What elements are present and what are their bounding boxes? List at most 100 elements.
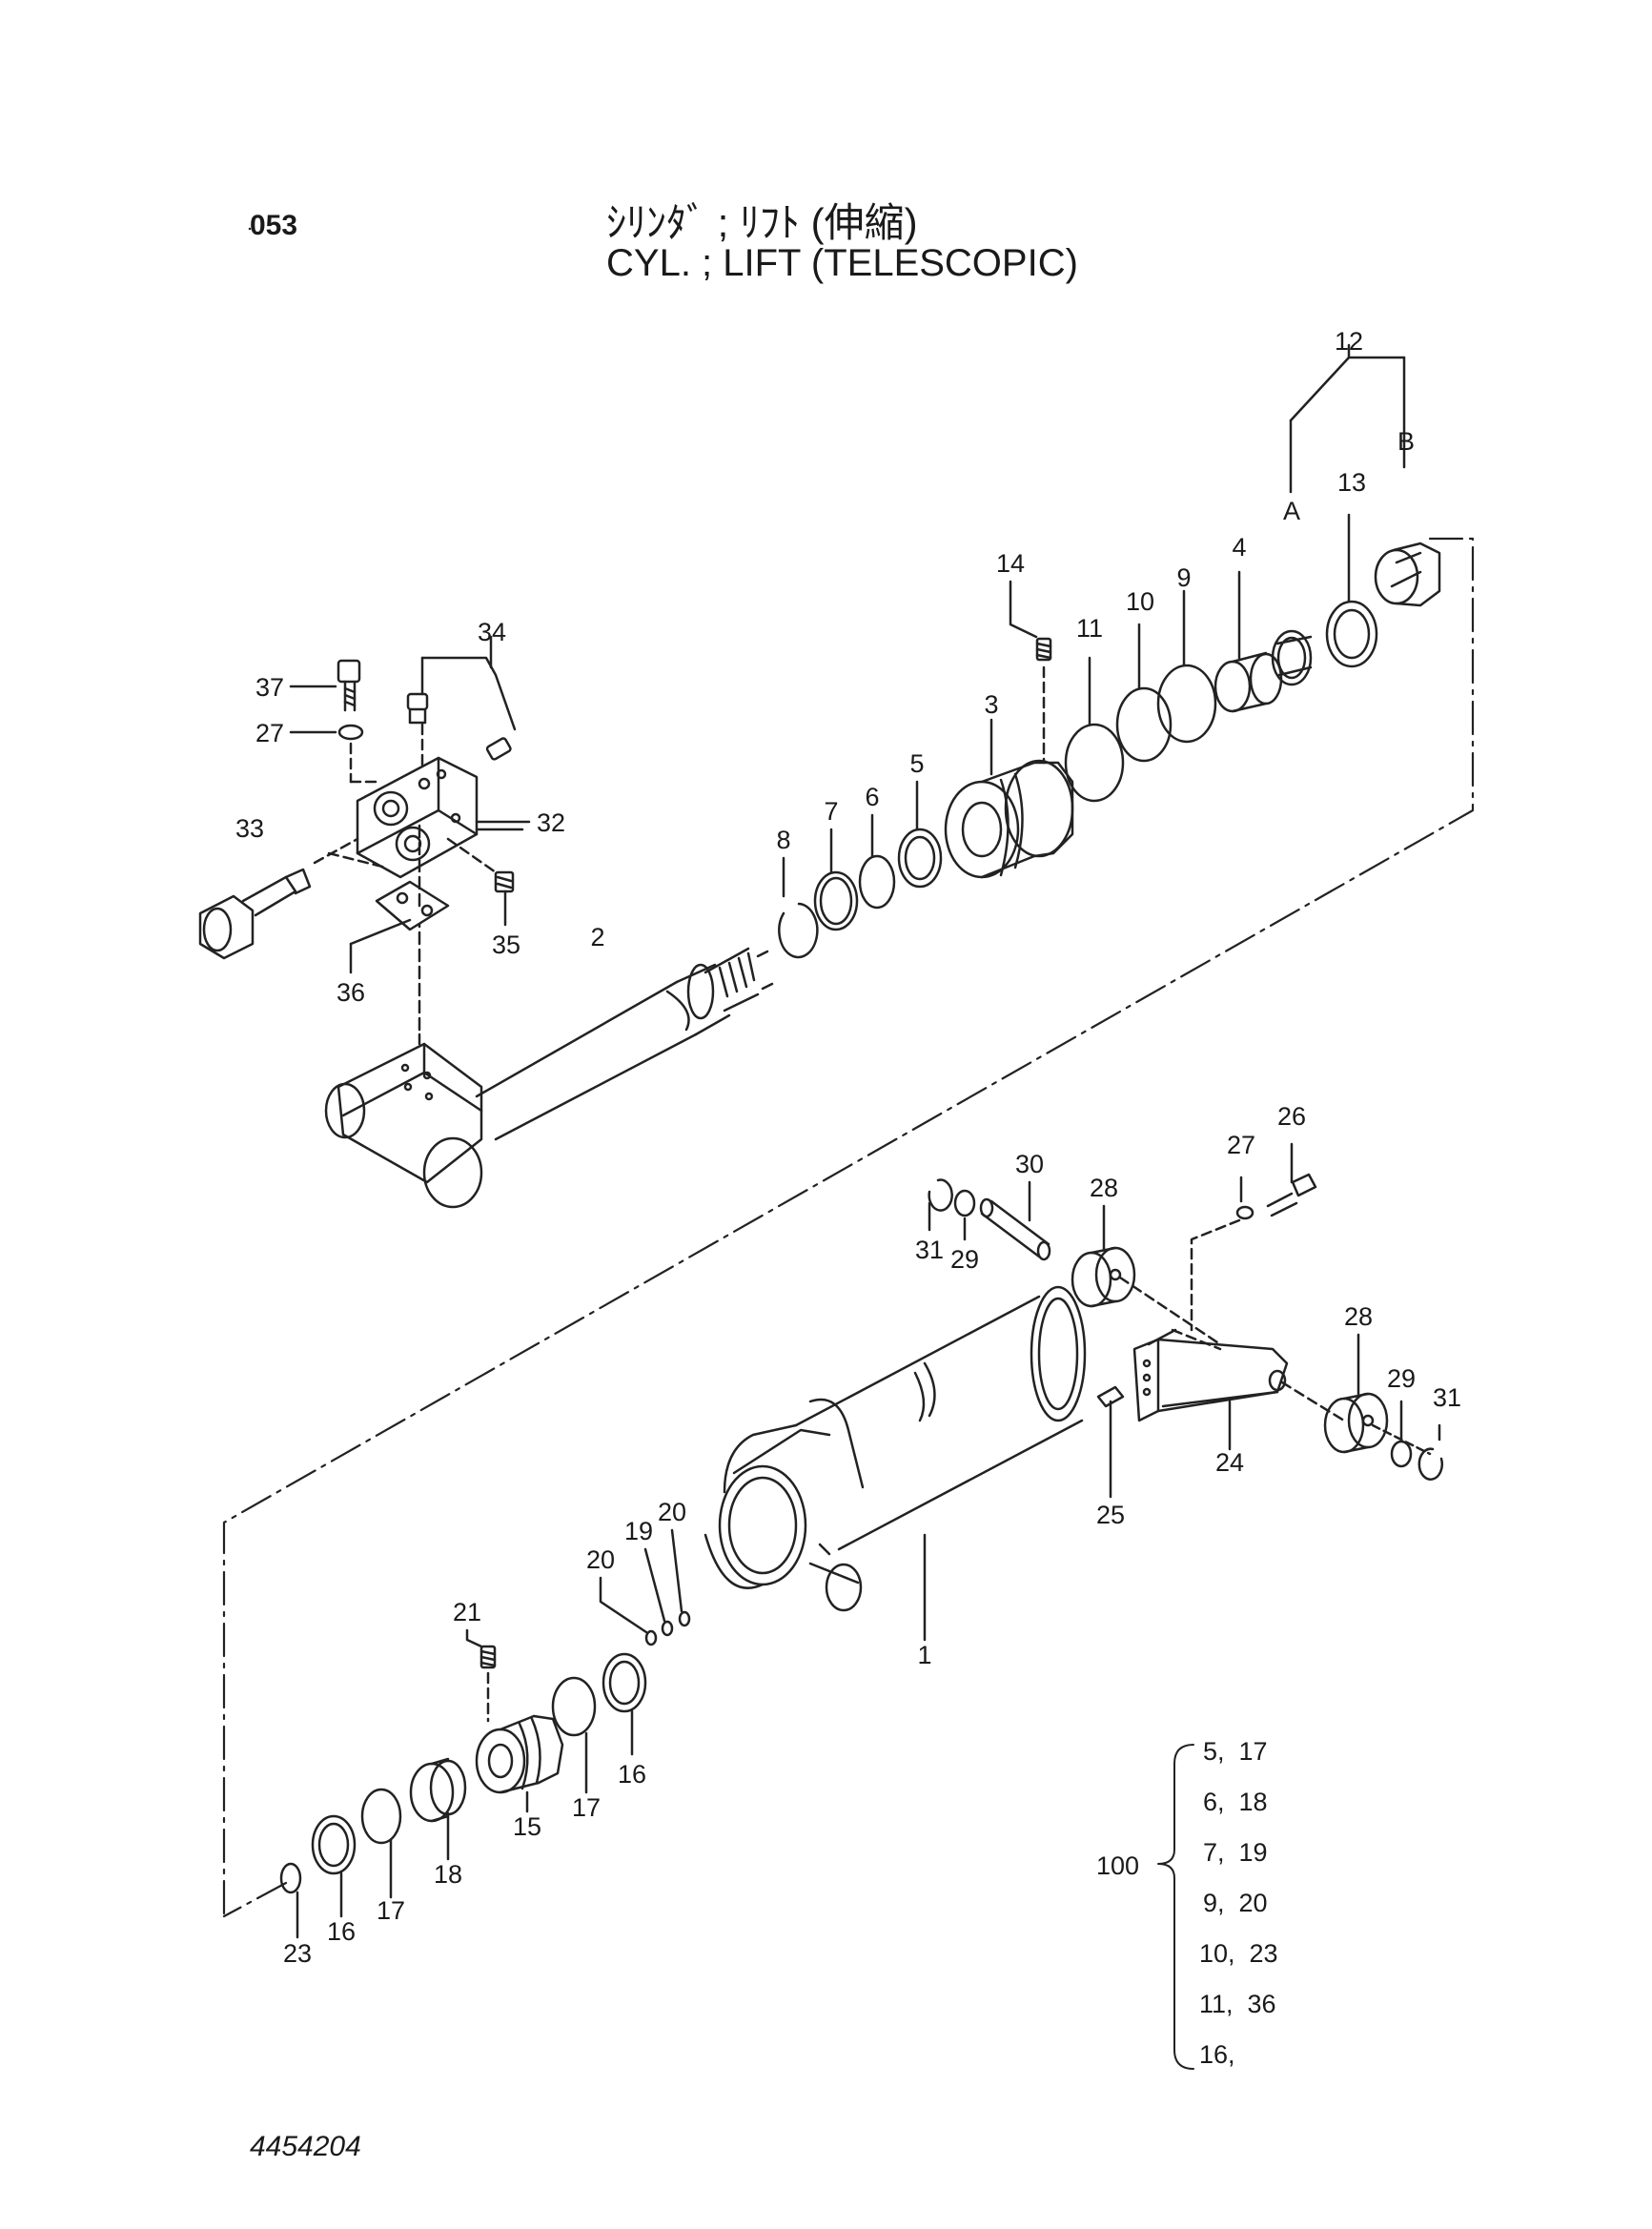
part-17-o-ring-a bbox=[551, 1676, 597, 1737]
callout-15: 15 bbox=[513, 1812, 541, 1841]
callout-35: 35 bbox=[492, 930, 520, 959]
part-17-o-ring-b bbox=[360, 1788, 402, 1845]
kit-row: 16, bbox=[1199, 2040, 1235, 2069]
callout-4: 4 bbox=[1232, 533, 1246, 562]
callout-6: 6 bbox=[865, 783, 879, 811]
callout-16-lower: 16 bbox=[327, 1917, 356, 1946]
page-code: 053 bbox=[250, 210, 298, 241]
callout-28-lower: 28 bbox=[1344, 1302, 1373, 1331]
callout-30: 30 bbox=[1015, 1150, 1044, 1178]
kit-brace bbox=[1157, 1744, 1194, 2070]
part-16-seal-b bbox=[311, 1814, 357, 1875]
callout-5: 5 bbox=[909, 749, 924, 778]
part-36-gasket bbox=[375, 880, 450, 931]
part-28-spacer-upper bbox=[1071, 1246, 1136, 1308]
part-7-ring bbox=[813, 870, 859, 931]
part-18-ring bbox=[409, 1757, 467, 1823]
part-20-o-ring-b bbox=[678, 1610, 691, 1627]
part-27-washer-lower bbox=[1235, 1205, 1254, 1220]
kit-row: 5, 17 bbox=[1203, 1737, 1268, 1766]
callout-23: 23 bbox=[283, 1939, 312, 1968]
part-35-plug bbox=[494, 870, 515, 893]
callout-17-lower: 17 bbox=[377, 1896, 405, 1925]
part-A-wear-ring bbox=[1271, 629, 1313, 686]
callout-19: 19 bbox=[624, 1517, 653, 1545]
callout-25: 25 bbox=[1096, 1501, 1125, 1529]
part-B-bushing bbox=[1374, 542, 1441, 607]
callout-B: B bbox=[1397, 427, 1415, 456]
callout-14: 14 bbox=[996, 549, 1025, 578]
part-25-pin bbox=[1096, 1385, 1125, 1499]
part-28-spacer-lower bbox=[1323, 1392, 1389, 1454]
part-26-bolt bbox=[1266, 1173, 1317, 1217]
callout-labels: 12 B A 13 4 9 10 11 14 3 5 6 7 8 34 37 2… bbox=[235, 327, 1461, 1968]
callout-31-upper: 31 bbox=[915, 1236, 944, 1264]
kit-row: 7, 19 bbox=[1203, 1838, 1268, 1867]
callout-17-upper: 17 bbox=[572, 1793, 601, 1822]
callout-2: 2 bbox=[590, 923, 604, 951]
callout-32: 32 bbox=[537, 808, 565, 837]
part-24-bracket bbox=[1132, 1328, 1289, 1422]
part-34-plugs bbox=[406, 635, 517, 761]
part-29-washer-lower bbox=[1390, 1440, 1413, 1468]
part-16-seal-a bbox=[602, 1652, 647, 1713]
callout-11: 11 bbox=[1076, 614, 1103, 643]
part-29-washer-upper bbox=[953, 1189, 976, 1217]
callout-9: 9 bbox=[1176, 563, 1191, 592]
callout-29-upper: 29 bbox=[950, 1245, 979, 1274]
part-2-piston-rod bbox=[324, 947, 774, 1209]
part-13-seal bbox=[1325, 600, 1378, 668]
callout-36: 36 bbox=[337, 978, 365, 1007]
title-english: CYL. ; LIFT (TELESCOPIC) bbox=[606, 242, 1078, 284]
part-31-snap-ring-upper bbox=[928, 1178, 953, 1212]
document-number: 4454204 bbox=[250, 2131, 361, 2162]
part-9-o-ring bbox=[1156, 664, 1217, 744]
callout-13: 13 bbox=[1337, 468, 1366, 497]
kit-row: 10, 23 bbox=[1199, 1939, 1278, 1968]
callout-16-upper: 16 bbox=[618, 1760, 646, 1789]
part-20-o-ring-a bbox=[644, 1629, 658, 1646]
callout-3: 3 bbox=[984, 690, 998, 719]
callout-1: 1 bbox=[917, 1641, 931, 1669]
part-11-o-ring bbox=[1064, 723, 1125, 803]
callout-24: 24 bbox=[1215, 1448, 1244, 1477]
part-27-washer-upper bbox=[337, 724, 364, 741]
callout-20-right: 20 bbox=[658, 1498, 686, 1526]
part-32-valve-block bbox=[356, 756, 531, 879]
callout-10: 10 bbox=[1126, 587, 1154, 616]
callout-26: 26 bbox=[1277, 1102, 1306, 1131]
callout-27-lower: 27 bbox=[1227, 1131, 1255, 1159]
part-5-seal bbox=[897, 828, 943, 889]
callout-20-left: 20 bbox=[586, 1545, 615, 1574]
callout-21: 21 bbox=[453, 1598, 481, 1626]
part-1-cylinder-tube bbox=[704, 1285, 1087, 1612]
title-japanese: ｼﾘﾝﾀﾞ ; ﾘﾌﾄ (伸縮) bbox=[606, 200, 918, 245]
callout-28-upper: 28 bbox=[1090, 1174, 1118, 1202]
callout-8: 8 bbox=[776, 826, 790, 854]
part-15-gland bbox=[475, 1714, 564, 1794]
part-19-o-ring bbox=[661, 1620, 674, 1637]
part-6-o-ring bbox=[858, 854, 896, 910]
callout-29-lower: 29 bbox=[1387, 1364, 1416, 1393]
part-4-bushing bbox=[1214, 651, 1283, 713]
callout-31-lower: 31 bbox=[1433, 1383, 1461, 1412]
callout-37: 37 bbox=[255, 673, 284, 702]
part-8-snap-ring bbox=[778, 902, 819, 959]
callout-12: 12 bbox=[1335, 327, 1363, 356]
part-33-fitting bbox=[198, 227, 312, 960]
kit-row: 9, 20 bbox=[1203, 1889, 1268, 1917]
kit-100-listing: 100 5, 17 6, 18 7, 19 9, 20 10, 23 11, 3… bbox=[1096, 1737, 1278, 2069]
part-3-piston bbox=[944, 759, 1074, 879]
kit-number: 100 bbox=[1096, 1851, 1139, 1880]
callout-7: 7 bbox=[824, 797, 838, 826]
kit-row: 6, 18 bbox=[1203, 1788, 1268, 1816]
callout-A: A bbox=[1283, 497, 1300, 525]
callout-18: 18 bbox=[434, 1860, 462, 1889]
part-21-set-screw bbox=[479, 1645, 497, 1669]
bracket-12 bbox=[1289, 343, 1406, 494]
part-23-ring bbox=[279, 1862, 302, 1894]
callout-34: 34 bbox=[478, 618, 506, 646]
part-30-pin bbox=[979, 1197, 1051, 1261]
part-10-o-ring bbox=[1115, 686, 1173, 763]
